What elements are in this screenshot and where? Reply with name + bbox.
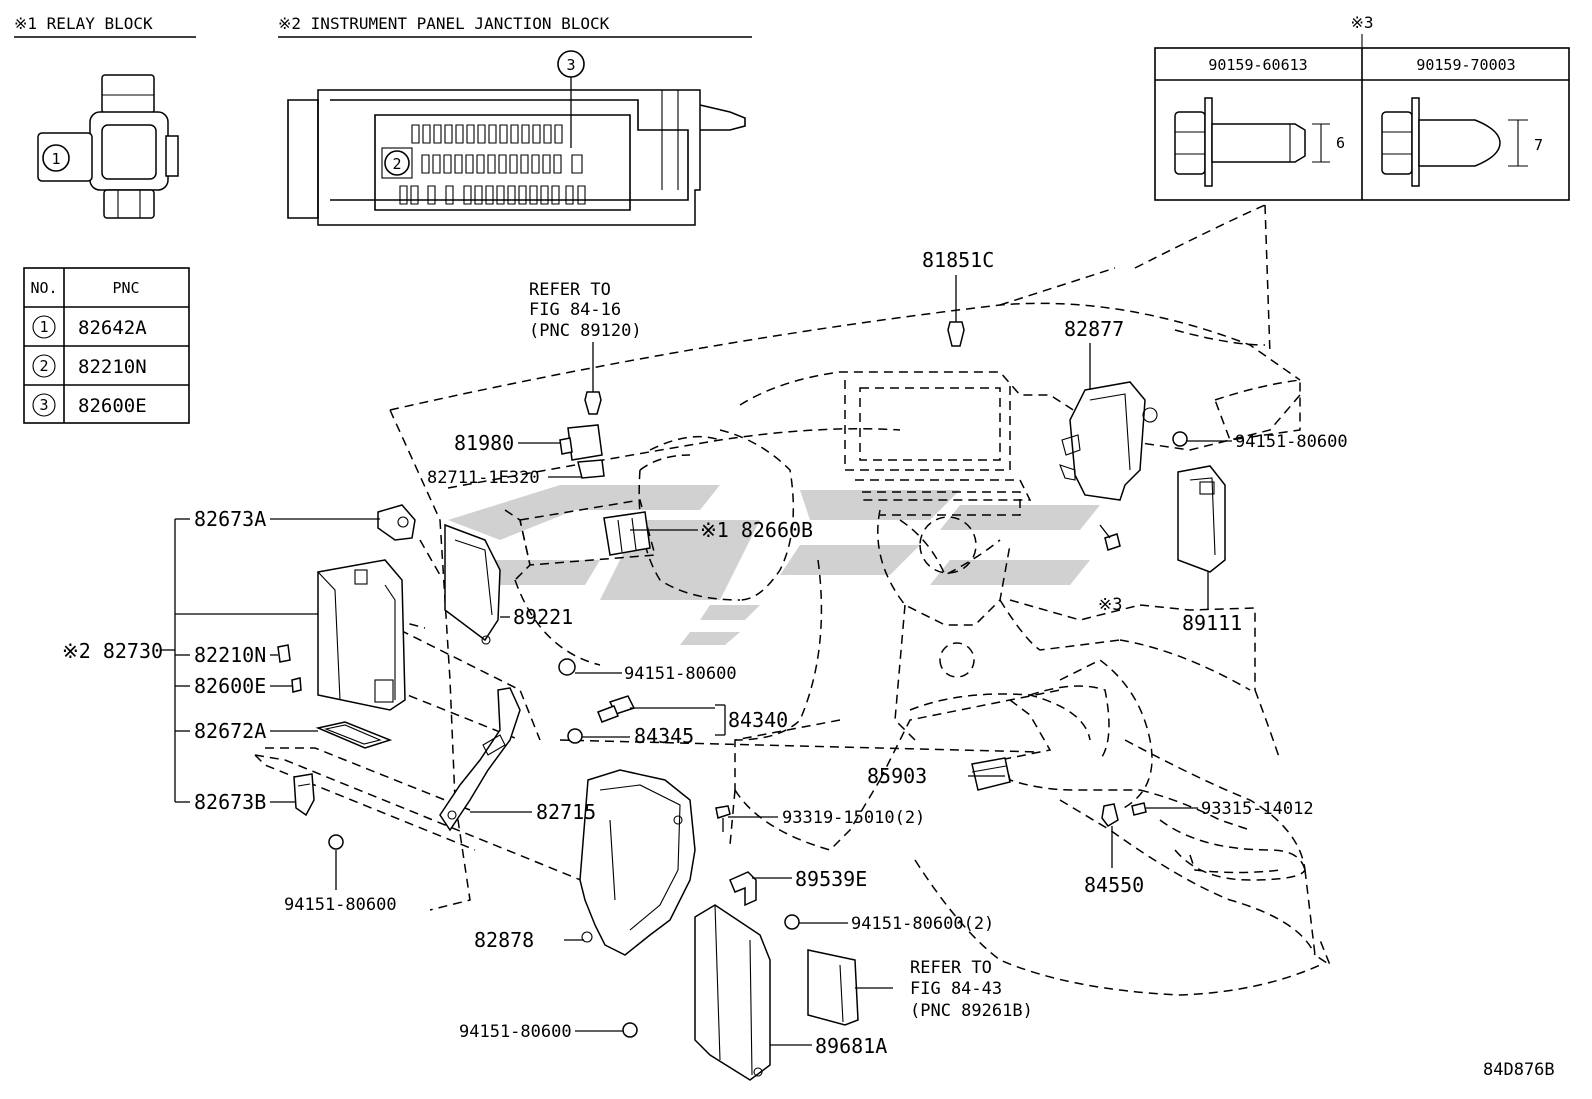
part-82672a-cover <box>315 721 393 749</box>
part-89221-ecu <box>444 523 501 645</box>
part-84550-clip <box>1101 803 1119 827</box>
nut-94151-left <box>328 834 344 850</box>
part-81980-relay <box>559 424 605 479</box>
pnc-row-no: 1 <box>39 318 48 336</box>
part-82673b-bracket <box>293 773 315 817</box>
label-82730: ※2 82730 <box>62 639 163 663</box>
label-84345: 84345 <box>634 724 694 748</box>
label-82600e: 82600E <box>194 674 266 698</box>
bolt-93319 <box>715 805 731 832</box>
label-94151-bottom: 94151-80600 <box>459 1022 572 1042</box>
part-82730-junction-block <box>317 559 406 711</box>
callout-circle-2 <box>384 150 410 176</box>
refer2-line3: (PNC 89261B) <box>910 1001 1033 1021</box>
bolt-93315 <box>1131 802 1147 816</box>
callout-circle-1 <box>42 144 70 172</box>
label-81851c: 81851C <box>922 248 994 272</box>
dashboard-outline <box>254 204 1332 996</box>
label-84550: 84550 <box>1084 873 1144 897</box>
part-85903-module <box>971 757 1011 791</box>
callout-2: 2 <box>392 155 401 173</box>
bolt-dim-1: 6 <box>1336 134 1345 152</box>
label-94151-top-right: 94151-80600 <box>1235 432 1348 452</box>
part-labels: 81851C 82877 94151-80600 REFER TO FIG 84… <box>62 248 1555 1080</box>
nut-94151-mid <box>558 658 576 676</box>
label-82210n: 82210N <box>194 643 266 667</box>
refer1-line1: REFER TO <box>529 280 611 300</box>
label-85903: 85903 <box>867 764 927 788</box>
pnc-row-value: 82600E <box>78 395 147 417</box>
pnc-table: NO. PNC 1 82642A 2 82210N 3 82600E <box>23 267 190 424</box>
bolt-70003-drawing: 7 <box>1381 97 1543 187</box>
label-93319: 93319-15010(2) <box>782 808 925 828</box>
refer1-line3: (PNC 89120) <box>529 321 642 341</box>
part-82878-bracket <box>579 769 696 956</box>
part-82715-bracket <box>439 687 521 832</box>
pnc-col-pnc: PNC <box>112 279 139 297</box>
relay-block-section: ※1 RELAY BLOCK 1 <box>14 14 196 219</box>
bolt-col-2: 90159-70003 <box>1416 56 1515 74</box>
label-82673a: 82673A <box>194 507 266 531</box>
nut-94151-pair <box>784 914 800 930</box>
part-84345-nut <box>567 728 583 744</box>
bolt-60613-drawing: 6 <box>1174 97 1345 187</box>
relay-block-header: ※1 RELAY BLOCK <box>14 14 153 33</box>
nut-94151-top-right <box>1172 431 1188 447</box>
diagram-code: 84D876B <box>1483 1060 1555 1080</box>
bolt-note3 <box>1099 524 1121 551</box>
part-82210n-fuse <box>277 644 291 663</box>
label-82877: 82877 <box>1064 317 1124 341</box>
relay-block-drawing <box>37 74 179 219</box>
label-note3: ※3 <box>1098 595 1122 615</box>
bolt-table: ※3 90159-60613 90159-70003 6 <box>1154 13 1570 201</box>
pnc-col-no: NO. <box>30 279 57 297</box>
pnc-row-value: 82210N <box>78 356 147 378</box>
label-94151-left: 94151-80600 <box>284 895 397 915</box>
pnc-row-value: 82642A <box>78 317 147 339</box>
bolt-dim-2: 7 <box>1534 136 1543 154</box>
pnc-row-no: 3 <box>39 396 48 414</box>
part-89111-ecu <box>1177 465 1226 573</box>
part-clip-89120 <box>584 391 602 415</box>
label-89111: 89111 <box>1182 611 1242 635</box>
label-94151-mid: 94151-80600 <box>624 664 737 684</box>
part-81851c-clip <box>947 321 965 347</box>
label-89539e: 89539E <box>795 867 867 891</box>
callout-3: 3 <box>566 56 575 74</box>
label-82672a: 82672A <box>194 719 266 743</box>
part-89681a-ecu <box>694 904 771 1081</box>
part-82673a-bracket <box>377 504 416 541</box>
label-82878: 82878 <box>474 928 534 952</box>
part-82600e-fuse <box>291 677 302 693</box>
label-81980: 81980 <box>454 431 514 455</box>
nut-94151-bottom <box>622 1022 638 1038</box>
part-82660b-relay <box>603 511 651 556</box>
part-89539e-bracket <box>729 871 757 907</box>
label-82660b: ※1 82660B <box>700 518 813 542</box>
part-89261b-module <box>807 949 859 1026</box>
label-84340: 84340 <box>728 708 788 732</box>
junction-block-section: ※2 INSTRUMENT PANEL JANCTION BLOCK 2 3 <box>278 14 752 226</box>
refer1-line2: FIG 84-16 <box>529 300 621 320</box>
note3-header: ※3 <box>1350 13 1373 32</box>
label-82711: 82711-1E320 <box>427 468 540 488</box>
leader-lines <box>160 275 1232 1046</box>
label-93315: 93315-14012 <box>1201 799 1314 819</box>
label-89681a: 89681A <box>815 1034 887 1058</box>
refer2-line1: REFER TO <box>910 958 992 978</box>
part-82877-bracket <box>1059 381 1158 501</box>
bolt-col-1: 90159-60613 <box>1208 56 1307 74</box>
label-82673b: 82673B <box>194 790 266 814</box>
callout-1: 1 <box>51 150 60 168</box>
fuse-slots <box>399 124 586 205</box>
label-89221: 89221 <box>513 605 573 629</box>
junction-block-header: ※2 INSTRUMENT PANEL JANCTION BLOCK <box>278 14 610 33</box>
part-84340-switch <box>597 695 636 723</box>
refer2-line2: FIG 84-43 <box>910 979 1002 999</box>
label-82715: 82715 <box>536 800 596 824</box>
pnc-row-no: 2 <box>39 357 48 375</box>
junction-block-drawing <box>287 89 746 226</box>
label-94151-pair: 94151-80600(2) <box>851 914 994 934</box>
